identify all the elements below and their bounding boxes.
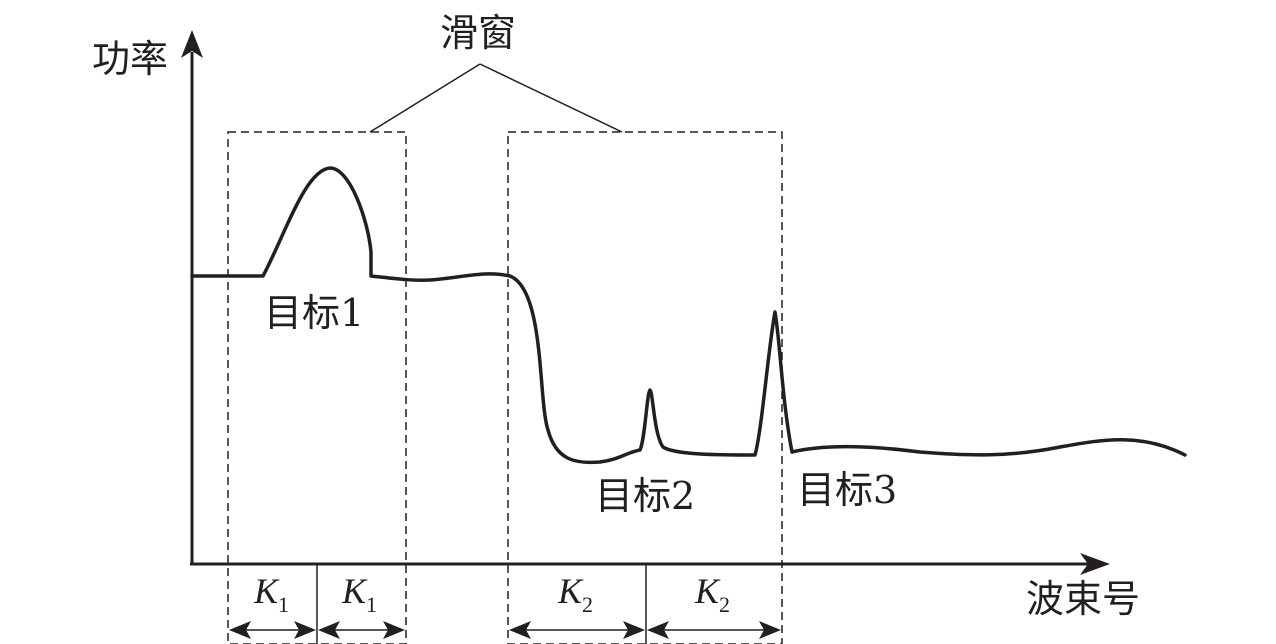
leader-line-2 [479, 63, 623, 133]
arrow-left-icon [318, 621, 340, 639]
window-label: 滑窗 [440, 11, 516, 55]
arrow-right-icon [294, 621, 316, 639]
y-axis [181, 30, 203, 565]
x-axis-arrow-icon [1080, 553, 1110, 575]
leader-line-1 [369, 63, 481, 133]
arrow-right-icon [623, 621, 645, 639]
y-axis-arrow-icon [181, 30, 203, 58]
interval-ticks [316, 564, 647, 644]
target1-label: 目标1 [264, 291, 364, 335]
sliding-window-2 [507, 131, 783, 644]
window-leader-lines [369, 63, 623, 133]
x-axis [190, 553, 1110, 575]
arrow-right-icon [383, 621, 405, 639]
power-curve [190, 166, 1187, 465]
y-axis-label: 功率 [92, 37, 168, 81]
sliding-window-1 [227, 131, 407, 644]
interval-arrow-4 [647, 621, 781, 639]
interval-arrow-3 [509, 621, 645, 639]
arrow-right-icon [759, 621, 781, 639]
target3-label: 目标3 [797, 468, 897, 512]
arrow-left-icon [229, 621, 251, 639]
interval-arrow-1 [229, 621, 316, 639]
interval-label-2: K1 [341, 571, 377, 617]
arrow-left-icon [509, 621, 531, 639]
interval-label-1: K1 [253, 571, 289, 617]
interval-label-4: K2 [694, 571, 730, 617]
arrow-left-icon [647, 621, 669, 639]
interval-arrow-2 [318, 621, 405, 639]
x-axis-label: 波束号 [1026, 577, 1140, 621]
interval-label-3: K2 [557, 571, 593, 617]
target2-label: 目标2 [595, 474, 695, 518]
